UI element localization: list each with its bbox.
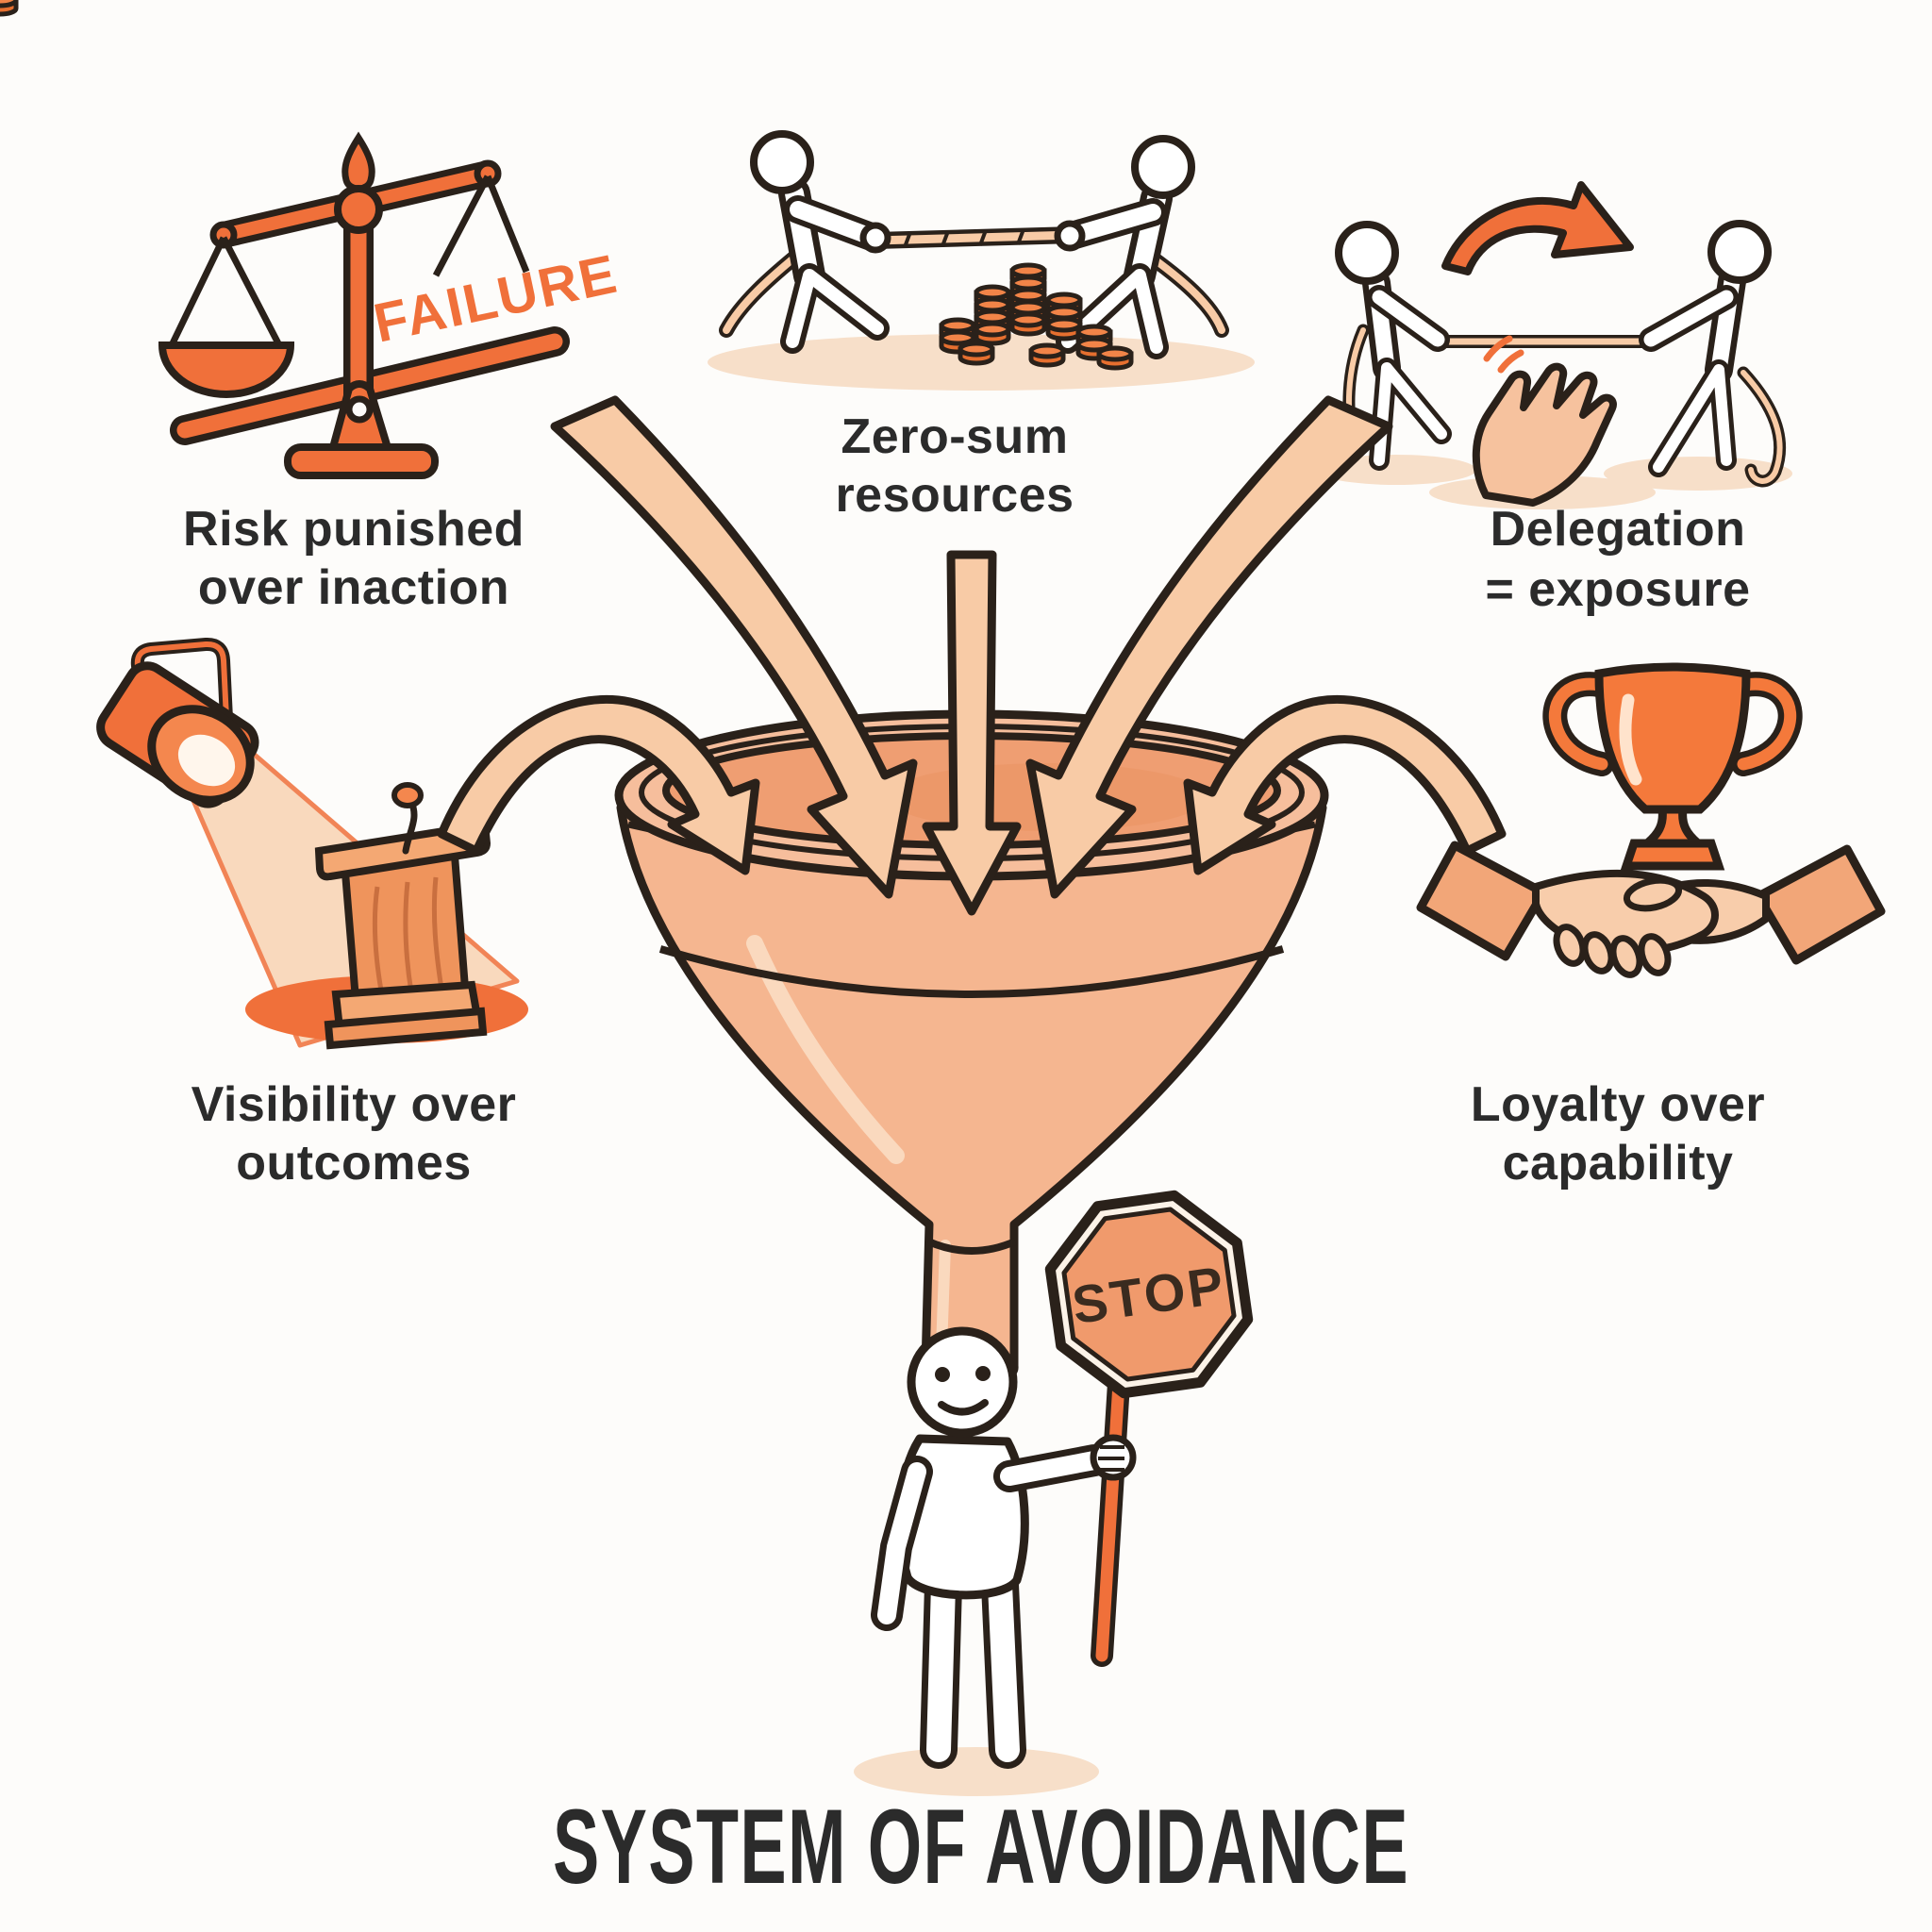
svg-text:outcomes: outcomes (236, 1136, 472, 1191)
handshake-icon (1416, 841, 1886, 978)
puller-right-figure (1054, 135, 1195, 359)
handoff-arrow-hand-icon (1316, 181, 1792, 509)
handoff-arrow (1441, 181, 1634, 275)
trophy-icon (1542, 662, 1803, 871)
trophy-handshake-icon (1416, 662, 1886, 978)
delegation-label: Delegation = exposure (1485, 502, 1750, 617)
delegator-figure (1335, 221, 1452, 471)
svg-text:Delegation: Delegation (1491, 502, 1746, 557)
svg-text:Risk punished: Risk punished (183, 502, 525, 557)
failure-badge: FAILURE (369, 242, 624, 354)
inflow-arrows (437, 395, 1507, 916)
inflow-arrow-hook-right (1183, 694, 1507, 875)
inflow-arrow-right (1025, 395, 1393, 899)
microphone-icon (391, 782, 424, 808)
visibility-label: Visibility over outcomes (192, 1077, 517, 1191)
unbalanced-scale-icon: FAILURE (158, 131, 624, 479)
stop-figure: STOP (854, 1190, 1254, 1796)
delegate-figure (1639, 220, 1787, 488)
zero-sum-label: Zero-sum resources (835, 409, 1074, 523)
inflow-arrow-center (922, 550, 1022, 916)
open-hand (1472, 362, 1617, 507)
stop-sign: STOP (1044, 1190, 1254, 1399)
coin-pile (0, 0, 1131, 368)
svg-text:over inaction: over inaction (198, 560, 509, 615)
title-group: SYSTEM OF AVOIDANCE (553, 1789, 1409, 1907)
svg-text:Visibility over: Visibility over (192, 1077, 517, 1132)
risk-label: Risk punished over inaction (183, 502, 525, 615)
page-title: SYSTEM OF AVOIDANCE (553, 1789, 1409, 1907)
svg-text:resources: resources (835, 468, 1074, 523)
puller-left-figure (750, 130, 891, 354)
loyalty-label: Loyalty over capability (1471, 1077, 1765, 1191)
svg-text:Zero-sum: Zero-sum (841, 409, 1069, 464)
svg-text:capability: capability (1503, 1136, 1734, 1191)
inflow-arrow-left (550, 395, 918, 899)
tug-of-war-coins-icon (0, 0, 1255, 391)
inflow-arrow-hook-left (437, 694, 760, 875)
svg-text:Loyalty over: Loyalty over (1471, 1077, 1765, 1132)
svg-text:= exposure: = exposure (1485, 562, 1750, 617)
ground-shadow (854, 1747, 1099, 1796)
